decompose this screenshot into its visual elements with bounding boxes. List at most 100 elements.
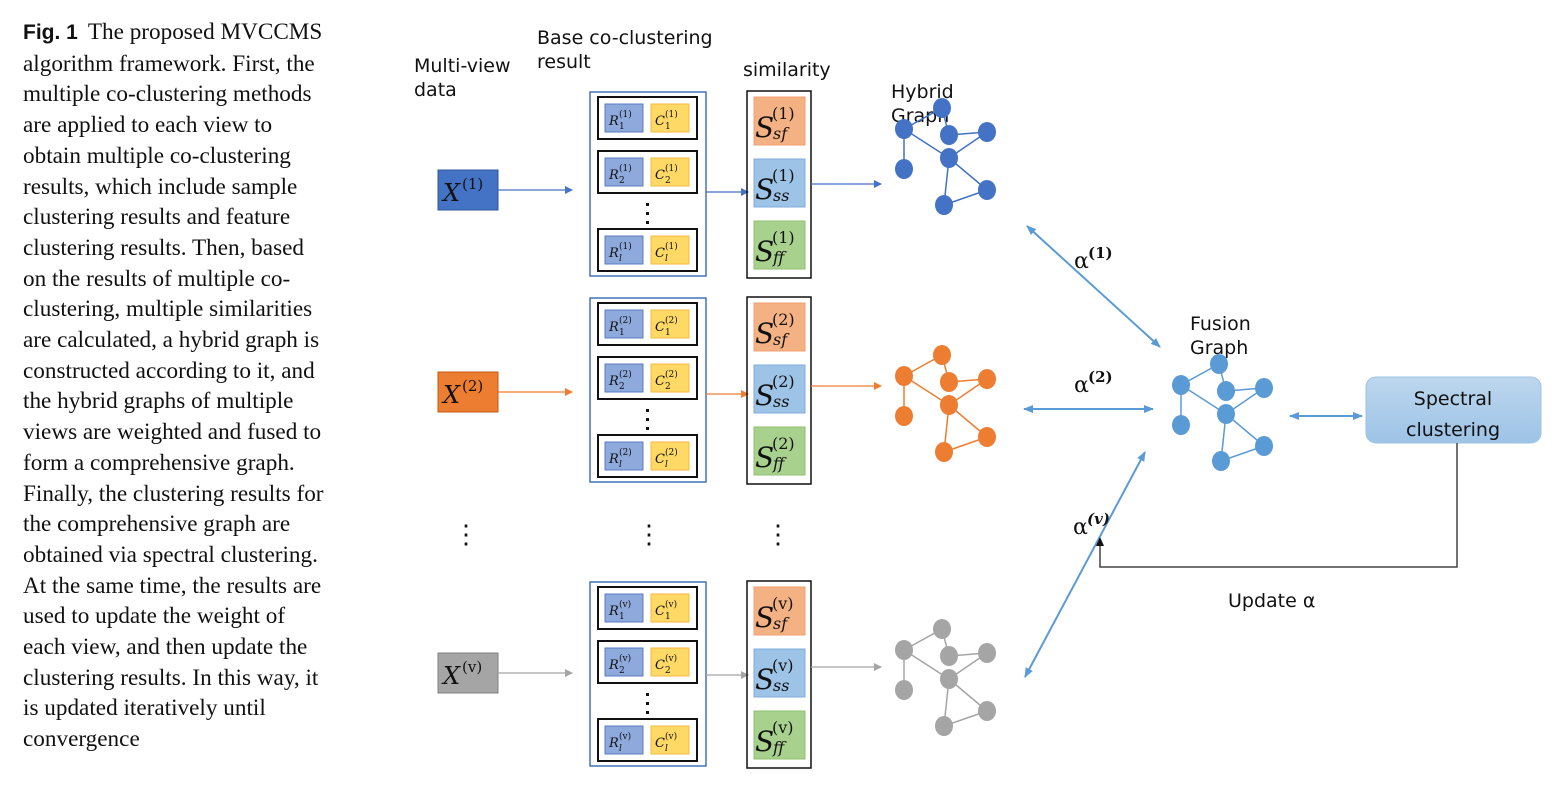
svg-text:S: S xyxy=(755,111,774,144)
row-cluster-sub: l xyxy=(619,460,622,470)
row-cluster-symbol: R xyxy=(608,114,619,129)
update-feedback-line xyxy=(1099,443,1458,568)
caption-line: on the results of multiple co- xyxy=(23,265,291,292)
ellipsis-views: ⋮ xyxy=(453,520,479,550)
update-arrowhead xyxy=(1096,537,1104,546)
alpha-arrow-v xyxy=(1024,451,1146,678)
base-ellipsis-dot xyxy=(646,418,649,421)
svg-text:S: S xyxy=(755,173,774,206)
col-cluster-cell xyxy=(650,235,690,265)
row-cluster-symbol: R xyxy=(608,736,619,751)
similarity-container: S(2)sfS(2)ssS(2)ff xyxy=(746,296,812,485)
hybrid-graph-node xyxy=(895,119,913,139)
caption-line: clustering results and feature xyxy=(23,204,291,231)
alpha-label-v: α (v) xyxy=(1073,510,1110,540)
caption-line: clustering, multiple similarities xyxy=(23,296,313,323)
alpha-arrow-1 xyxy=(1026,225,1161,348)
svg-text:ff: ff xyxy=(772,248,787,267)
view-x-symbol: X xyxy=(441,381,461,409)
fusion-graph-node xyxy=(1210,354,1228,374)
similarity-container: S(1)sfS(1)ssS(1)ff xyxy=(746,90,812,279)
col-cluster-sup: (1) xyxy=(665,163,678,174)
similarity-sf: S(2)sf xyxy=(753,302,806,352)
caption-line: multiple co-clustering methods xyxy=(23,81,312,108)
col-cluster-sub: l xyxy=(665,254,668,264)
row-cluster-sub: 1 xyxy=(619,122,625,132)
svg-text:ff: ff xyxy=(772,454,787,473)
row-cluster-cell xyxy=(604,441,644,471)
col-cluster-sup: (v) xyxy=(665,653,677,664)
caption-line: are applied to each view to xyxy=(23,112,273,139)
svg-text:ss: ss xyxy=(773,676,789,695)
row-cluster-symbol: R xyxy=(608,658,619,673)
hybrid-graph-node xyxy=(978,369,996,389)
fusion-graph-node xyxy=(1217,381,1235,401)
view-x-superscript: (v) xyxy=(462,658,482,676)
hybrid-graph-node xyxy=(940,646,958,666)
svg-text:α: α xyxy=(1073,515,1088,540)
ellipsis-base: ⋮ xyxy=(636,520,662,550)
row-cluster-sub: 2 xyxy=(619,382,625,392)
similarity-ff: S(1)ff xyxy=(753,220,806,270)
svg-text:S: S xyxy=(755,235,774,268)
header-hybrid-line1: Hybrid xyxy=(891,81,954,103)
hybrid-graph-node xyxy=(895,406,913,426)
col-cluster-symbol: C xyxy=(655,374,665,389)
hybrid-graph-node xyxy=(895,366,913,386)
hybrid-graph-node xyxy=(895,680,913,700)
base-ellipsis-dot xyxy=(646,427,649,430)
col-cluster-sub: l xyxy=(665,460,668,470)
spectral-clustering-box: Spectral clustering xyxy=(1365,376,1542,444)
svg-text:(2): (2) xyxy=(772,372,795,391)
col-cluster-symbol: C xyxy=(655,114,665,129)
view-x-symbol: X xyxy=(441,662,461,690)
row-cluster-sub: 2 xyxy=(619,176,625,186)
similarity-sf: S(v)sf xyxy=(753,586,806,636)
hybrid-graph-1 xyxy=(895,98,996,215)
header-base-line1: Base co-clustering xyxy=(537,27,713,49)
col-cluster-symbol: C xyxy=(655,452,665,467)
view-data-box: X(2) xyxy=(437,371,499,413)
fusion-graph xyxy=(1172,354,1273,471)
hybrid-graph-node xyxy=(940,395,958,415)
row-cluster-symbol: R xyxy=(608,246,619,261)
row-cluster-sub: 1 xyxy=(619,328,625,338)
svg-text:S: S xyxy=(755,725,774,758)
caption-line: the comprehensive graph are xyxy=(23,511,291,538)
row-cluster-symbol: R xyxy=(608,604,619,619)
svg-text:α: α xyxy=(1074,373,1089,398)
svg-text:sf: sf xyxy=(773,330,790,349)
row-cluster-sub: l xyxy=(619,744,622,754)
svg-text:(1): (1) xyxy=(1088,244,1113,262)
col-cluster-symbol: C xyxy=(655,604,665,619)
hybrid-graph-node xyxy=(940,148,958,168)
col-cluster-symbol: C xyxy=(655,736,665,751)
col-cluster-sup: (v) xyxy=(665,731,677,742)
hybrid-graph-node xyxy=(978,643,996,663)
row-cluster-cell xyxy=(604,103,644,133)
caption-line: used to update the weight of xyxy=(23,603,286,630)
row-cluster-symbol: R xyxy=(608,320,619,335)
caption-line: form a comprehensive graph. xyxy=(23,449,295,476)
hybrid-graph-v xyxy=(895,619,996,736)
row-cluster-symbol: R xyxy=(608,452,619,467)
view-x-superscript: (2) xyxy=(462,377,483,395)
svg-text:ss: ss xyxy=(773,186,789,205)
hybrid-graph-node xyxy=(933,619,951,639)
base-ellipsis-dot xyxy=(646,693,649,696)
fusion-graph-node xyxy=(1217,404,1235,424)
col-cluster-cell xyxy=(650,363,690,393)
svg-text:S: S xyxy=(755,317,774,350)
caption-line: constructed according to it, and xyxy=(23,357,315,384)
similarity-ss: S(1)ss xyxy=(753,158,806,208)
col-cluster-sub: 2 xyxy=(665,176,671,186)
row-cluster-sub: l xyxy=(619,254,622,264)
row-cluster-symbol: R xyxy=(608,168,619,183)
svg-text:(2): (2) xyxy=(772,310,795,329)
svg-text:ss: ss xyxy=(773,392,789,411)
